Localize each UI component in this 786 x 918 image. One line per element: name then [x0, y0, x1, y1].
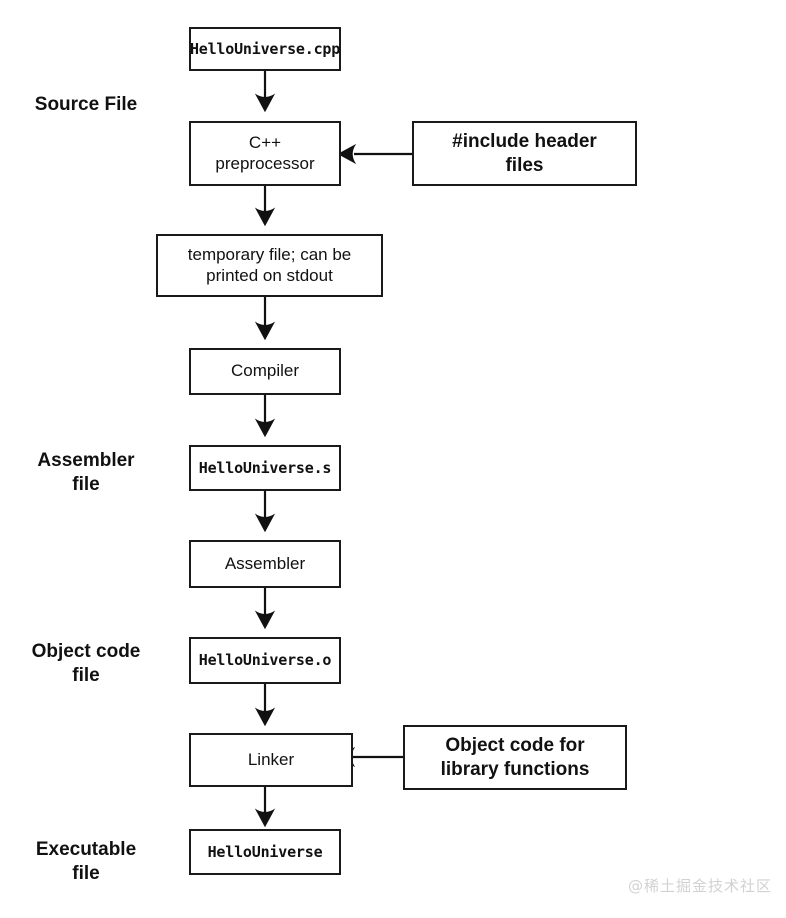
node-label: #include header files — [452, 131, 597, 176]
node-label: Compiler — [230, 361, 300, 381]
node-label: temporary file; can be printed on stdout — [187, 244, 352, 285]
node-linker[interactable]: Linker — [189, 733, 353, 787]
stage-label-object-code-file: Object code file — [31, 641, 141, 686]
node-hellouniverse-executable[interactable]: HelloUniverse — [189, 829, 341, 875]
node-label: Assembler — [224, 553, 306, 573]
node-temporary-file[interactable]: temporary file; can be printed on stdout — [156, 234, 383, 297]
node-label: Linker — [247, 749, 295, 769]
node-label: HelloUniverse.s — [198, 458, 332, 477]
node-compiler[interactable]: Compiler — [189, 348, 341, 395]
node-hellouniverse-o[interactable]: HelloUniverse.o — [189, 637, 341, 684]
node-label: Object code for library functions — [440, 735, 590, 780]
node-object-code-library[interactable]: Object code for library functions — [403, 725, 627, 790]
node-label: HelloUniverse.cpp — [189, 39, 341, 58]
watermark: @稀土掘金技术社区 — [627, 877, 772, 895]
node-label: C++ preprocessor — [215, 132, 315, 173]
node-hellouniverse-s[interactable]: HelloUniverse.s — [189, 445, 341, 491]
stage-label-executable-file: Executable file — [35, 839, 137, 884]
node-assembler[interactable]: Assembler — [189, 540, 341, 588]
stage-label-source-file: Source File — [34, 94, 138, 115]
node-hellouniverse-cpp[interactable]: HelloUniverse.cpp — [189, 27, 341, 71]
node-cpp-preprocessor[interactable]: C++ preprocessor — [189, 121, 341, 186]
node-include-header-files[interactable]: #include header files — [412, 121, 637, 186]
node-label: HelloUniverse — [207, 842, 323, 861]
stage-label-assembler-file: Assembler file — [37, 450, 135, 495]
node-label: HelloUniverse.o — [198, 651, 332, 670]
